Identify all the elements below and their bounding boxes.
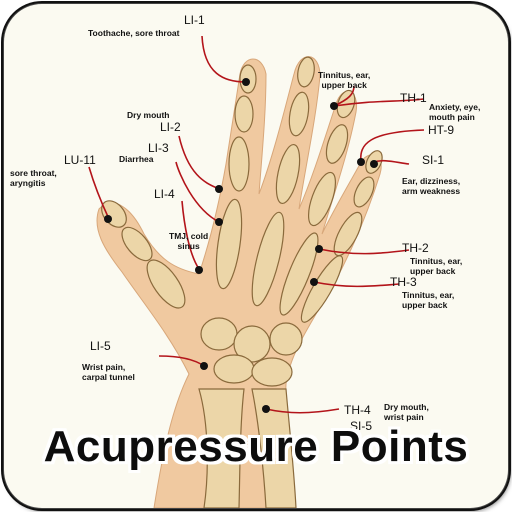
- label-li1-code: LI-1: [184, 13, 205, 27]
- hand-skeleton-illustration: [88, 35, 425, 508]
- label-li5-note: Wrist pain, carpal tunnel: [82, 362, 135, 382]
- label-li3-note: Diarrhea: [119, 154, 154, 164]
- dot-ht9: [357, 158, 365, 166]
- label-th4-code: TH-4: [344, 403, 371, 417]
- dot-th4: [262, 405, 270, 413]
- label-th1-code: TH-1: [400, 91, 427, 105]
- dot-lu11: [104, 215, 112, 223]
- label-si5-code: SI-5: [350, 419, 373, 433]
- label-li4-code: LI-4: [154, 187, 175, 201]
- label-th3-code: TH-3: [390, 275, 417, 289]
- app-title: Acupressure Points: [43, 422, 469, 471]
- hand-bones: [101, 56, 383, 508]
- dot-th2: [315, 245, 323, 253]
- app-icon: LI-1 Toothache, sore throat Tinnitus, ea…: [4, 4, 508, 508]
- label-dry-mouth-note: Dry mouth: [127, 110, 170, 120]
- label-anxiety-note: Anxiety, eye, mouth pain: [429, 102, 481, 122]
- label-lu11-code: LU-11: [64, 153, 96, 167]
- label-li1-note: Toothache, sore throat: [88, 28, 180, 38]
- point-dots: [104, 78, 378, 413]
- dot-li3: [215, 218, 223, 226]
- dot-li2: [215, 185, 223, 193]
- dot-li1: [242, 78, 250, 86]
- dot-th1: [330, 102, 338, 110]
- label-upper-tinnitus-note: Tinnitus, ear, upper back: [318, 70, 371, 90]
- label-li4-note: TMJ, cold sinus: [169, 231, 209, 251]
- label-ht9-code: HT-9: [428, 123, 455, 137]
- label-si1-note: Ear, dizziness, arm weakness: [402, 176, 461, 196]
- dot-th3: [310, 278, 318, 286]
- label-th2-note: Tinnitus, ear, upper back: [410, 256, 463, 276]
- label-lu11-note: sore throat, aryngitis: [10, 168, 57, 188]
- dot-si1: [370, 160, 378, 168]
- dot-li5: [200, 362, 208, 370]
- label-li2-code: LI-2: [160, 120, 181, 134]
- label-li5-code: LI-5: [90, 339, 111, 353]
- label-li3-code: LI-3: [148, 141, 169, 155]
- label-si1-code: SI-1: [422, 153, 445, 167]
- label-th3-note: Tinnitus, ear, upper back: [402, 290, 455, 310]
- label-th2-code: TH-2: [402, 241, 429, 255]
- dot-li4: [195, 266, 203, 274]
- label-th4-note: Dry mouth, wrist pain: [384, 402, 429, 422]
